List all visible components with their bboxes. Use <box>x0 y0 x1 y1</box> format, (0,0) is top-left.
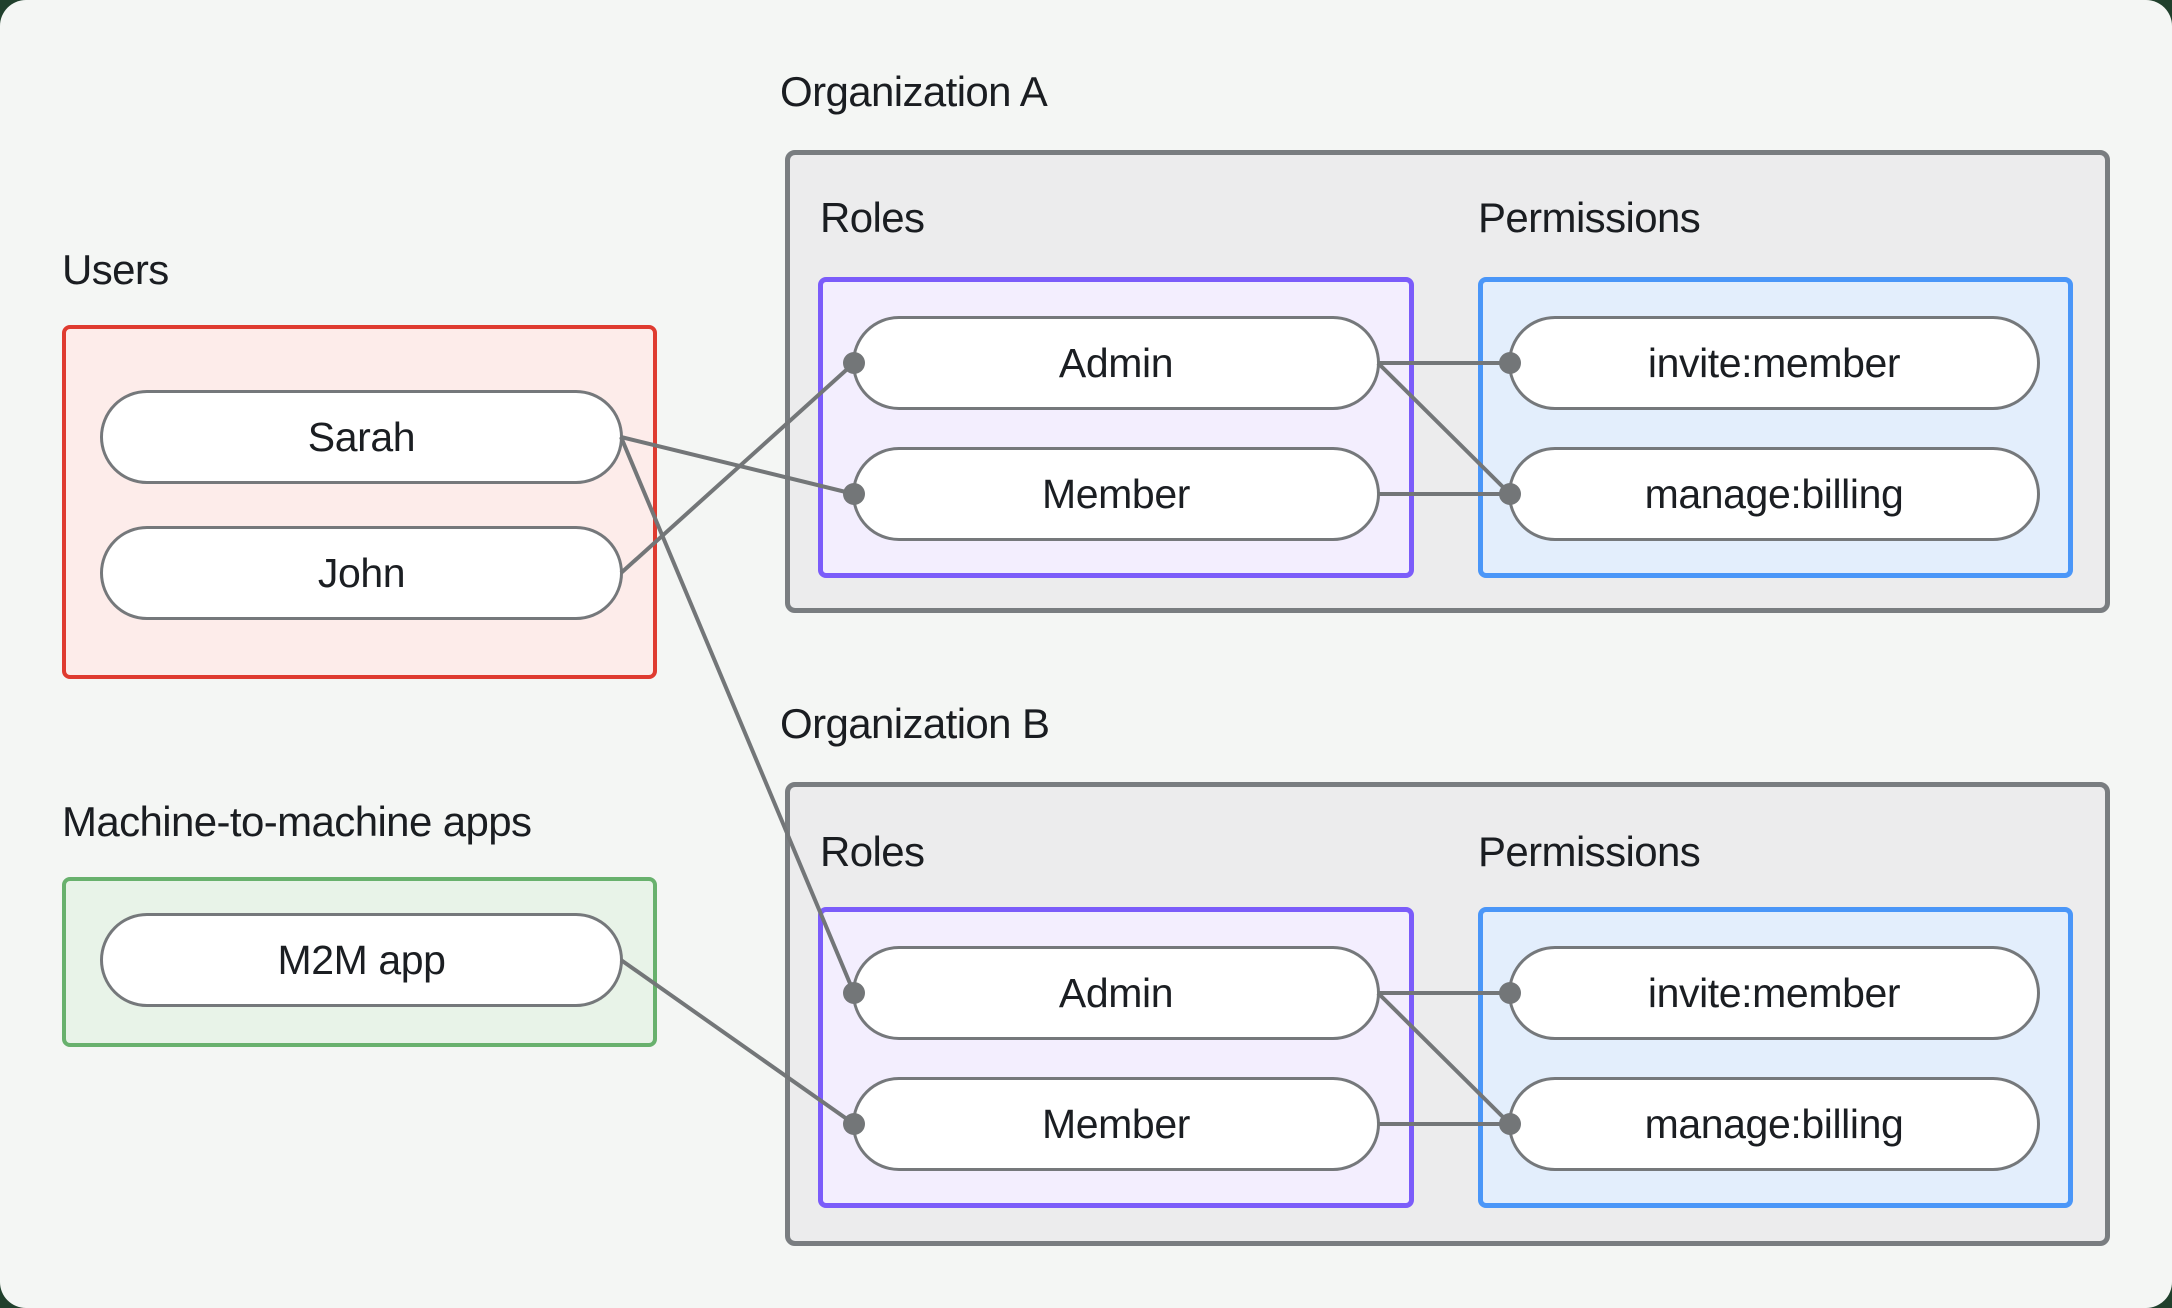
user-pill-sarah-label: Sarah <box>307 413 416 460</box>
org-a-roles-label: Roles <box>820 194 925 241</box>
user-pill-john-label: John <box>317 549 406 596</box>
org-b-permissions-label: Permissions <box>1478 828 1701 875</box>
org-b-roles-label: Roles <box>820 828 925 875</box>
org-b-role-pill-admin-label: Admin <box>1058 969 1174 1016</box>
org-a-permission-pill-invite-member: invite:member <box>1508 316 2040 410</box>
org-a-permission-pill-manage-billing: manage:billing <box>1508 447 2040 541</box>
user-pill-john: John <box>100 526 623 620</box>
org-a-label: Organization A <box>780 68 1048 115</box>
m2m-app-pill: M2M app <box>100 913 623 1007</box>
m2m-label: Machine-to-machine apps <box>62 798 532 845</box>
org-b-permission-pill-manage-billing: manage:billing <box>1508 1077 2040 1171</box>
org-b-permission-pill-invite-member-label: invite:member <box>1647 969 1901 1016</box>
org-a-role-pill-member-label: Member <box>1042 470 1190 517</box>
users-label: Users <box>62 246 169 293</box>
org-b-role-pill-member-label: Member <box>1042 1100 1190 1147</box>
users-group-box <box>62 325 657 679</box>
org-a-role-pill-member: Member <box>852 447 1380 541</box>
org-a-role-pill-admin-label: Admin <box>1058 339 1174 386</box>
org-a-role-pill-admin: Admin <box>852 316 1380 410</box>
m2m-app-pill-label: M2M app <box>277 936 446 983</box>
org-b-role-pill-admin: Admin <box>852 946 1380 1040</box>
org-b-role-pill-member: Member <box>852 1077 1380 1171</box>
org-b-permission-pill-invite-member: invite:member <box>1508 946 2040 1040</box>
org-a-permission-pill-invite-member-label: invite:member <box>1647 339 1901 386</box>
org-a-permission-pill-manage-billing-label: manage:billing <box>1644 470 1904 517</box>
org-b-label: Organization B <box>780 700 1050 747</box>
org-a-permissions-label: Permissions <box>1478 194 1701 241</box>
user-pill-sarah: Sarah <box>100 390 623 484</box>
org-b-permission-pill-manage-billing-label: manage:billing <box>1644 1100 1904 1147</box>
